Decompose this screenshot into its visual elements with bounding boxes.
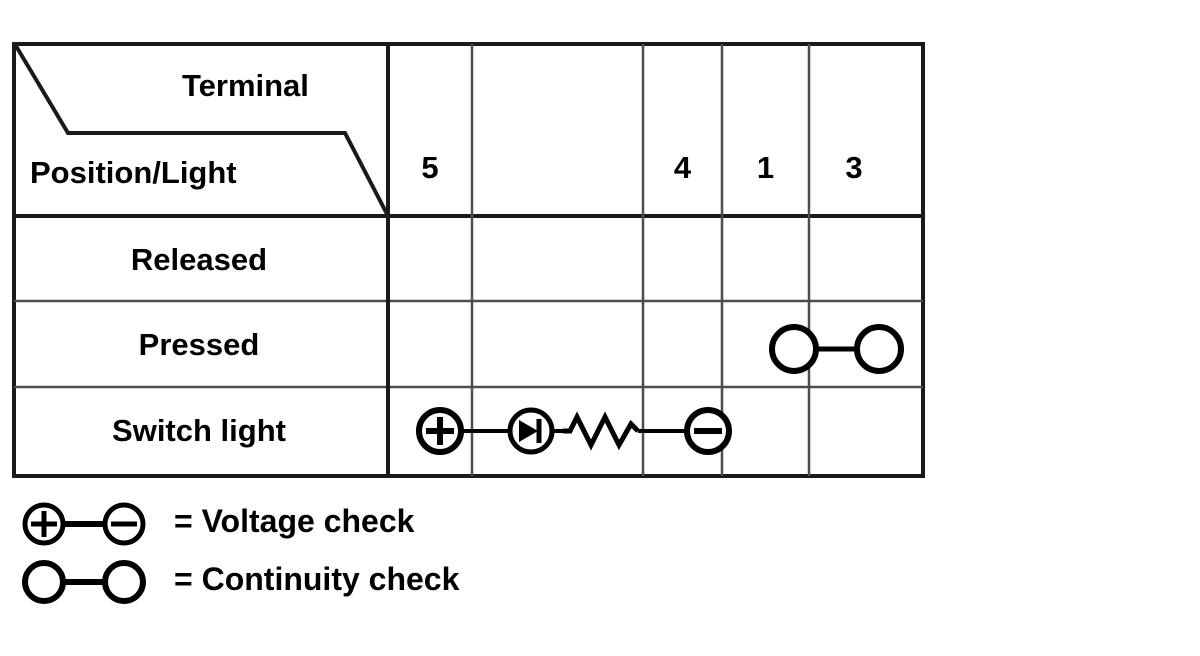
- header-terminal-label: Terminal: [182, 68, 309, 103]
- table-outer-border: [12, 42, 925, 478]
- plus-terminal-icon: [416, 407, 464, 455]
- header-corner-diagonal: [14, 44, 390, 217]
- row-label-released: Released: [130, 242, 268, 277]
- switch-light-circuit: [416, 407, 732, 455]
- header-position-light-label: Position/Light: [30, 155, 237, 190]
- legend-label-voltage-check: = Voltage check: [174, 503, 415, 539]
- led-diode-icon: [507, 407, 555, 455]
- legend-circle-left-icon: [22, 560, 66, 604]
- column-header-terminal-4: 4: [673, 150, 692, 185]
- continuity-circle-right: [854, 324, 904, 374]
- legend-item-continuity-check: = Continuity check: [12, 553, 712, 609]
- column-header-terminal-3: 3: [845, 150, 863, 185]
- legend-circle-right-icon: [102, 560, 146, 604]
- legend-item-voltage-check: = Voltage check: [12, 495, 712, 551]
- legend: = Voltage check = Continuity check: [12, 495, 712, 615]
- minus-terminal-icon: [684, 407, 732, 455]
- legend-minus-icon: [102, 502, 146, 546]
- resistor-zigzag-icon: [563, 411, 640, 451]
- switch-continuity-table: Terminal Position/Light 5 4 1 3 Released…: [12, 42, 925, 478]
- legend-plus-icon: [22, 502, 66, 546]
- row-label-pressed: Pressed: [138, 327, 260, 362]
- row-label-switch-light: Switch light: [112, 413, 286, 448]
- column-header-terminal-5: 5: [421, 150, 439, 185]
- column-header-terminal-1: 1: [756, 150, 775, 185]
- table-grid-and-symbols: [12, 42, 925, 478]
- continuity-check-symbol-pressed: [769, 324, 904, 374]
- voltage-check-symbol: [22, 502, 146, 546]
- diode-triangle: [519, 420, 538, 442]
- continuity-check-symbol: [22, 560, 146, 604]
- legend-label-continuity-check: = Continuity check: [174, 561, 460, 597]
- continuity-circle-left: [769, 324, 819, 374]
